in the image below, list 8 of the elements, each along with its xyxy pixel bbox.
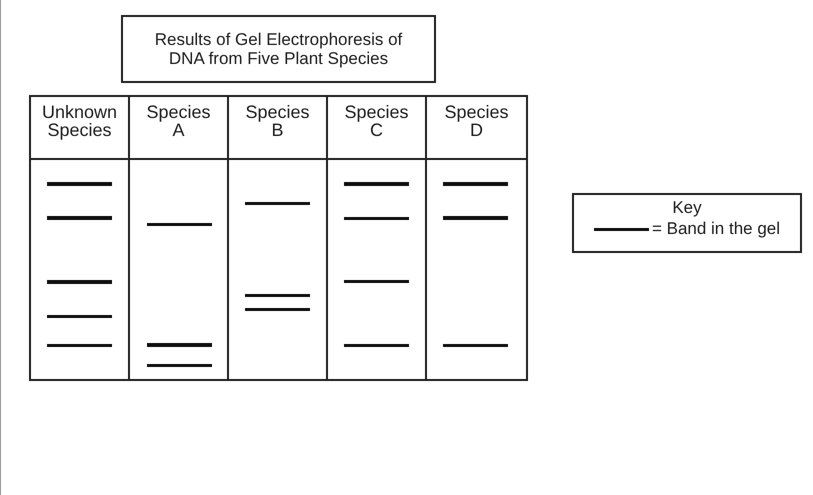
lane-header: Species B <box>244 103 311 139</box>
legend-text: = Band in the gel <box>652 218 780 240</box>
lane-header: Species C <box>343 103 410 139</box>
key-title: Key <box>672 198 702 218</box>
lane-header: Species A <box>145 103 212 139</box>
lane-header: Unknown Species <box>40 103 118 139</box>
lane-header: Species D <box>443 103 510 139</box>
title-box: Results of Gel Electrophoresis of DNA from Five Plant Species <box>121 15 436 83</box>
